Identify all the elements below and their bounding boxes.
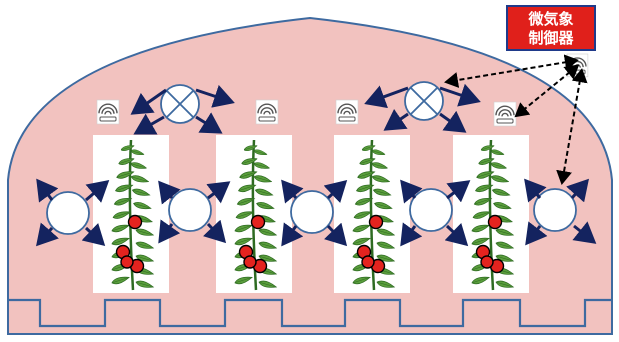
- tomato-fruit: [252, 216, 265, 229]
- air-duct-icon: [291, 191, 333, 233]
- microclimate-controller-box: 微気象 制御器: [506, 5, 596, 51]
- tomato-fruit: [121, 256, 133, 268]
- wifi-router-icon: [336, 100, 358, 124]
- wifi-router-icon: [256, 100, 278, 124]
- air-duct-icon: [410, 189, 452, 231]
- controller-label-line1: 微気象: [508, 10, 594, 29]
- controller-label-line2: 制御器: [508, 29, 594, 48]
- wifi-router-icon: [567, 54, 588, 77]
- tomato-fruit: [362, 256, 374, 268]
- tomato-plant: [334, 135, 410, 293]
- tomato-fruit: [489, 216, 502, 229]
- wifi-router-icon: [494, 102, 516, 126]
- tomato-plant-1: [93, 135, 169, 293]
- tomato-plant: [216, 135, 292, 293]
- tomato-fruit: [370, 216, 383, 229]
- tomato-plant: [453, 135, 529, 293]
- tomato-fruit: [129, 216, 142, 229]
- air-duct-icon: [534, 189, 576, 231]
- circulation-fan-icon: [405, 82, 443, 120]
- air-duct-icon: [169, 189, 211, 231]
- tomato-fruit: [244, 256, 256, 268]
- tomato-fruit: [481, 256, 493, 268]
- air-duct-icon: [47, 192, 89, 234]
- circulation-fan-icon: [161, 85, 199, 123]
- wifi-router-icon: [97, 100, 119, 124]
